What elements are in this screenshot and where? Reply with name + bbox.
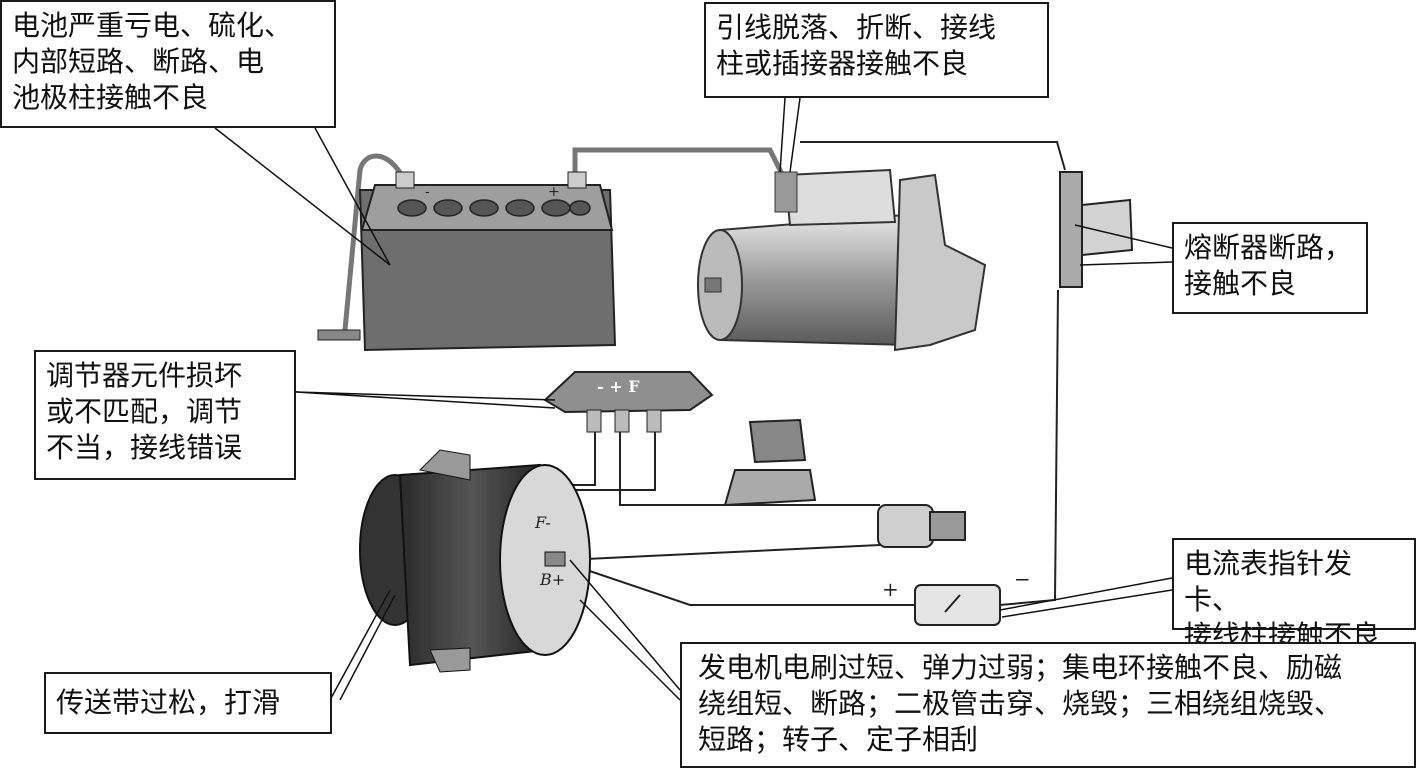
leader-lead-wire <box>779 97 801 173</box>
battery-positive-post <box>567 171 587 189</box>
fuse-to-ammeter-wire <box>999 289 1059 606</box>
ground-strap-foot <box>317 329 361 341</box>
ammeter: + − <box>882 567 1031 626</box>
leader-battery <box>214 127 391 266</box>
alternator-terminal <box>544 551 566 567</box>
leader-lines <box>214 97 1173 701</box>
ammeter-plus-label: + <box>882 577 899 601</box>
regulator-wire-2 <box>619 430 880 506</box>
regulator-pin-plus <box>614 409 630 433</box>
starter-terminal <box>774 171 798 213</box>
starter-motor <box>697 168 987 352</box>
wiring <box>342 141 1066 606</box>
alternator-mount-top <box>418 449 471 481</box>
alternator-to-ammeter-wire <box>571 564 915 606</box>
fuse-holder <box>1059 171 1134 288</box>
bracket-base <box>723 469 817 507</box>
leader-belt <box>329 589 396 701</box>
voltage-regulator: - + F <box>543 371 714 433</box>
battery-negative-post <box>395 171 415 189</box>
regulator-pin-f <box>646 409 662 433</box>
alternator-fault-callout: 发电机电刷过短、弹力过弱；集电环接触不良、励磁 绕组短、断路；二极管击穿、烧毁；… <box>680 642 1416 768</box>
alternator: F- B+ <box>359 449 591 673</box>
regulator-body <box>543 371 714 414</box>
alternator-b-label: B+ <box>539 570 565 589</box>
starter-solenoid <box>783 168 897 227</box>
ammeter-minus-label: − <box>1014 567 1031 591</box>
starter-to-fuse-wire <box>800 141 1066 171</box>
regulator-wire-3 <box>560 430 656 491</box>
leader-alternator <box>569 559 681 701</box>
battery-positive-cable <box>572 147 788 182</box>
fuse-bracket <box>1059 171 1083 288</box>
ammeter-fault-callout: 电流表指针发卡、 接线柱接触不良 <box>1172 538 1416 652</box>
ammeter-body <box>914 584 1001 626</box>
plug-connector <box>877 504 966 548</box>
plug-body <box>877 504 934 548</box>
battery-plus-label: + <box>548 184 560 200</box>
battery-cell-caps <box>397 199 591 217</box>
leader-ammeter <box>999 577 1173 618</box>
alternator-to-plug-wire <box>564 544 881 561</box>
ammeter-needle <box>944 594 961 613</box>
belt-fault-callout: 传送带过松，打滑 <box>44 672 332 734</box>
starter-housing <box>719 213 912 347</box>
regulator-terminal-labels: - + F <box>597 377 640 396</box>
battery-ground-cable <box>342 153 407 331</box>
starter-shaft <box>704 277 722 293</box>
connector-bracket <box>723 418 817 507</box>
leader-fuse <box>1074 224 1173 266</box>
battery: - + <box>317 171 617 352</box>
battery-fault-callout: 电池严重亏电、硫化、 内部短路、断路、电 池极柱接触不良 <box>0 0 336 128</box>
alternator-mount-bottom <box>429 647 471 673</box>
alternator-f-label: F- <box>534 513 551 532</box>
fuse-body <box>1081 198 1134 257</box>
fuse-fault-callout: 熔断器断路， 接触不良 <box>1172 222 1368 314</box>
starter-drive-housing <box>893 173 987 352</box>
bracket-top <box>748 418 807 464</box>
leader-regulator <box>295 391 556 409</box>
regulator-fault-callout: 调节器元件损坏 或不匹配，调节 不当，接线错误 <box>34 350 296 480</box>
regulator-pin-minus <box>586 409 602 433</box>
plug-tip <box>929 511 966 541</box>
battery-minus-label: - <box>425 184 430 200</box>
lead-wire-fault-callout: 引线脱落、折断、接线 柱或插接器接触不良 <box>704 2 1049 98</box>
